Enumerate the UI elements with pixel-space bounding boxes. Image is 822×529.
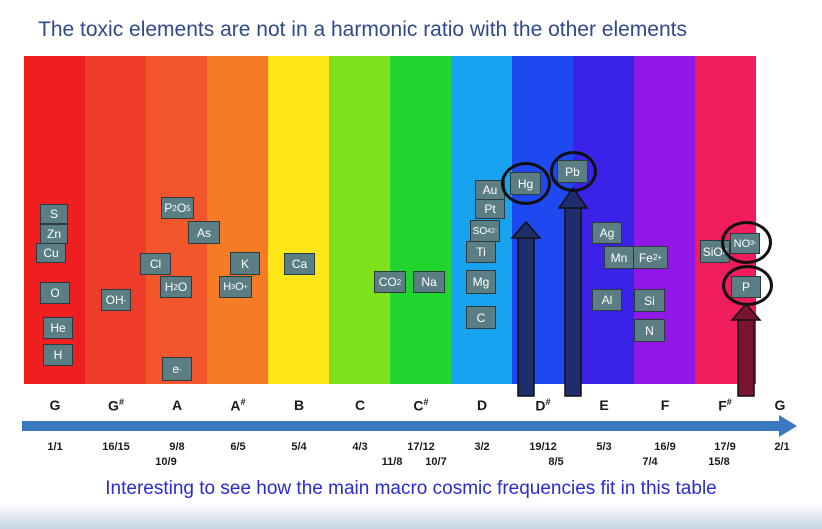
element-al: Al: [592, 289, 622, 311]
ratio-11-8: 11/8: [381, 456, 403, 468]
page-title: The toxic elements are not in a harmonic…: [38, 18, 687, 41]
note-a-sharp: A#: [230, 397, 246, 414]
element-s: S: [40, 204, 68, 224]
sharp-sign: #: [423, 397, 429, 407]
element-cu: Cu: [36, 243, 66, 263]
band-g-sharp: [85, 56, 147, 384]
ratio-10-9: 10/9: [155, 456, 177, 468]
ratio-axis-arrowhead: [779, 415, 797, 437]
element-h: H: [43, 344, 73, 366]
band-f-sharp: [695, 56, 756, 384]
note-d-sharp: D#: [535, 397, 551, 414]
ratio-10-7: 10/7: [425, 456, 447, 468]
sharp-sign: #: [726, 397, 732, 407]
ratio-2-1: 2/1: [774, 441, 790, 453]
note-f-sharp: F#: [718, 397, 732, 414]
note-g-octave: G: [774, 397, 786, 413]
ratio-19-12: 19/12: [529, 441, 557, 453]
ratio-17-12: 17/12: [407, 441, 435, 453]
element-si: Si: [634, 289, 665, 312]
element-oh: OH-: [101, 289, 131, 311]
element-na: Na: [413, 271, 445, 293]
element-ca: Ca: [284, 253, 315, 275]
sharp-sign: #: [545, 397, 551, 407]
ratio-16-15: 16/15: [102, 441, 130, 453]
band-c-sharp: [390, 56, 452, 384]
band-a-sharp: [207, 56, 269, 384]
element-o: O: [40, 282, 70, 304]
ratio-3-2: 3/2: [474, 441, 490, 453]
element-he: He: [43, 317, 73, 339]
element-zn: Zn: [40, 224, 68, 244]
ratio-15-8: 15/8: [708, 456, 730, 468]
ratio-8-5: 8/5: [548, 456, 564, 468]
element-k: K: [230, 252, 260, 275]
element-electron: e-: [162, 357, 192, 381]
note-d: D: [476, 397, 488, 413]
element-mn: Mn: [604, 246, 634, 269]
ratio-7-4: 7/4: [642, 456, 658, 468]
element-as: As: [188, 221, 220, 244]
band-b: [268, 56, 330, 384]
circle-p: [722, 265, 773, 306]
element-pt: Pt: [475, 199, 505, 219]
ratio-1-1: 1/1: [47, 441, 63, 453]
sharp-sign: #: [118, 397, 124, 407]
ratio-9-8: 9/8: [169, 441, 185, 453]
element-mg: Mg: [466, 270, 496, 294]
element-c: C: [466, 306, 496, 329]
note-b: B: [293, 397, 305, 413]
ratio-16-9: 16/9: [654, 441, 676, 453]
note-c-sharp: C#: [413, 397, 429, 414]
ratio-5-3: 5/3: [596, 441, 612, 453]
note-c: C: [354, 397, 366, 413]
element-ag: Ag: [592, 222, 622, 244]
ratio-axis: [22, 421, 782, 431]
circle-no3: [721, 221, 772, 264]
circle-pb: [550, 151, 597, 192]
note-g: G: [49, 397, 61, 413]
footer-caption: Interesting to see how the main macro co…: [105, 478, 717, 499]
ratio-17-9: 17/9: [714, 441, 736, 453]
band-e: [573, 56, 635, 384]
bottom-band: [0, 503, 822, 529]
sharp-sign: #: [240, 397, 246, 407]
ratio-5-4: 5/4: [291, 441, 307, 453]
band-c: [329, 56, 391, 384]
note-a: A: [171, 397, 183, 413]
element-cl: Cl: [140, 253, 171, 275]
note-g-sharp: G#: [108, 397, 124, 414]
element-n: N: [634, 319, 665, 342]
note-e: E: [599, 397, 609, 413]
ratio-4-3: 4/3: [352, 441, 368, 453]
ratio-6-5: 6/5: [230, 441, 246, 453]
element-ti: Ti: [466, 241, 496, 263]
circle-hg: [501, 162, 551, 205]
note-f: F: [660, 397, 670, 413]
band-a: [146, 56, 208, 384]
band-d-sharp: [512, 56, 574, 384]
